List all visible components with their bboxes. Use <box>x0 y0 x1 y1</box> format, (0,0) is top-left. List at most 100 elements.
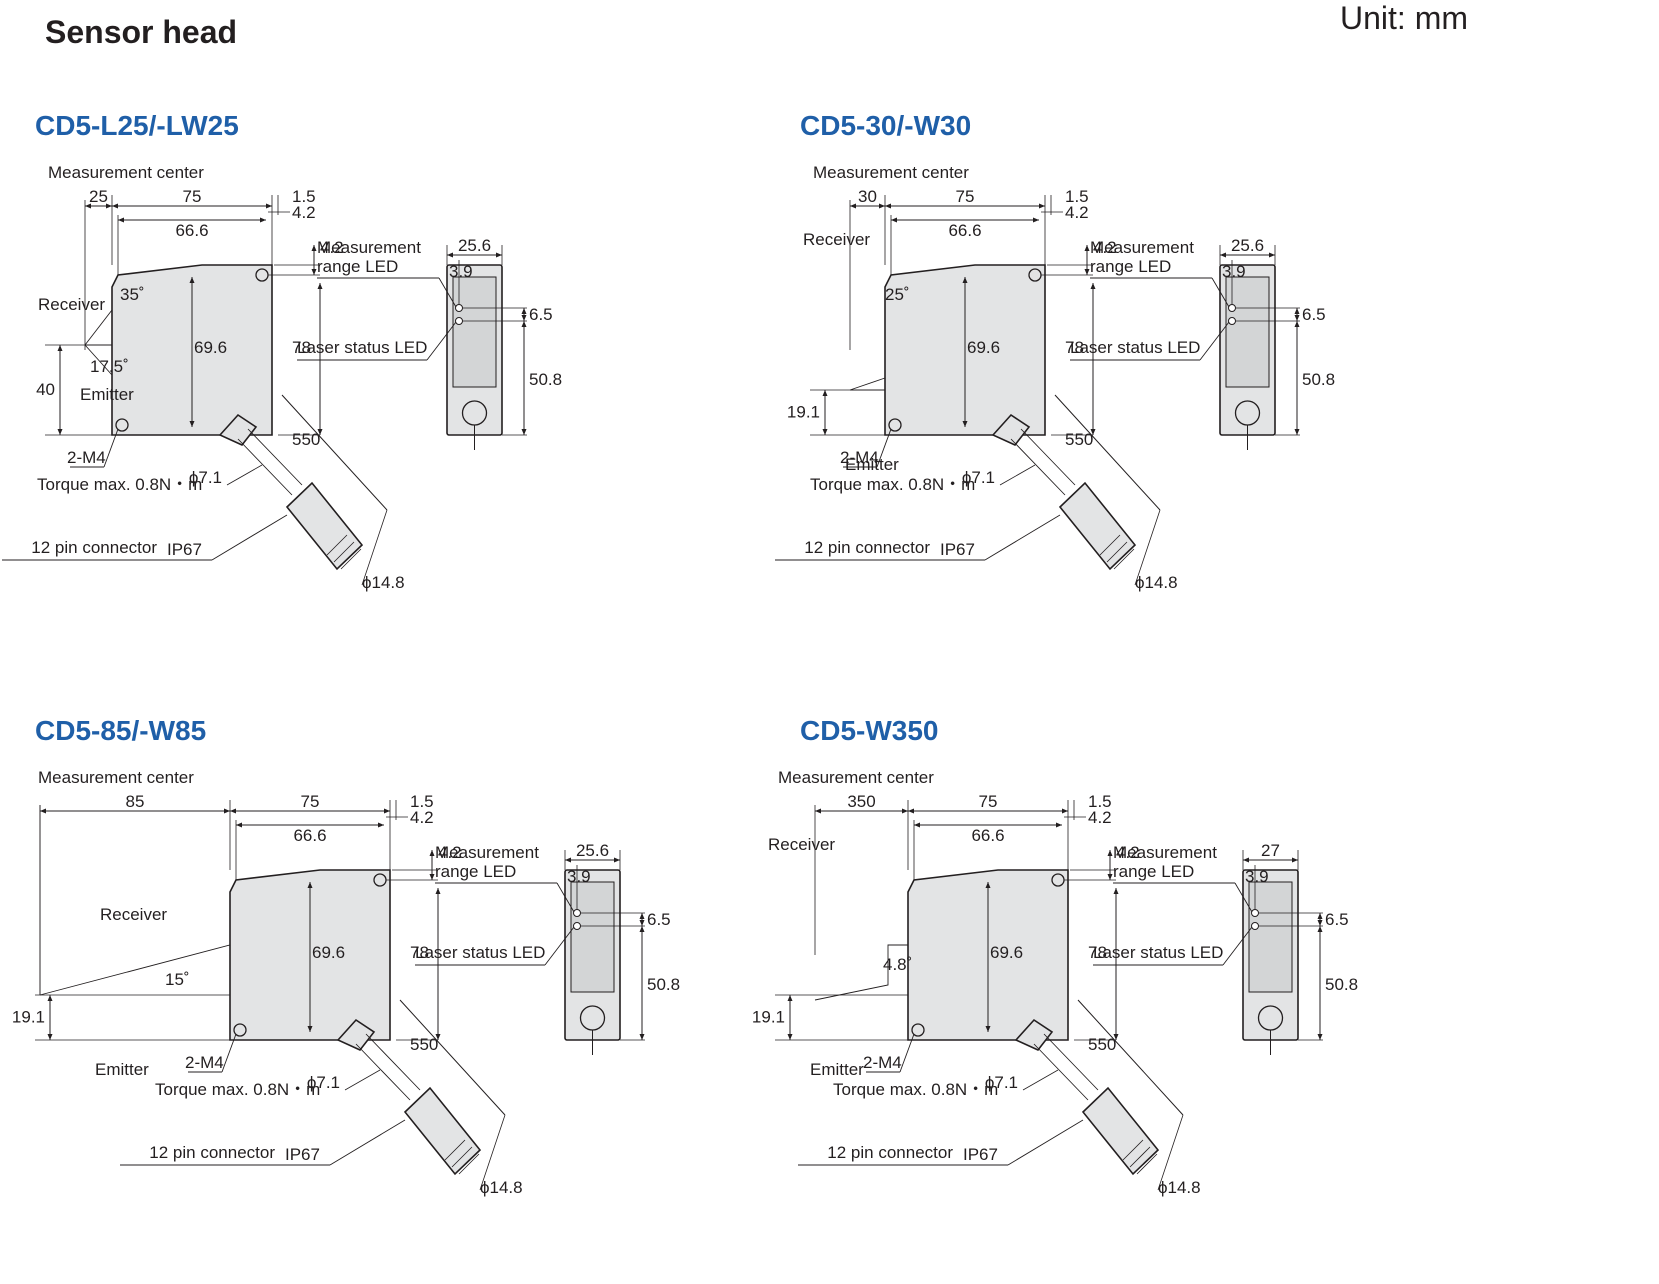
arrow-head <box>1317 1034 1323 1040</box>
meas-led-label: Measurement <box>317 238 421 257</box>
connector-label: 12 pin connector <box>804 538 930 557</box>
arrow-head <box>496 252 502 258</box>
cable <box>355 1033 421 1101</box>
drawing-lines <box>35 800 645 1191</box>
arrow-head <box>639 1034 645 1040</box>
arrow-head <box>914 822 920 828</box>
model-title: CD5-85/-W85 <box>35 715 207 746</box>
cable-strain-relief <box>218 413 258 446</box>
edge-label: 1.5 <box>1065 187 1089 206</box>
dimension-line <box>544 926 575 966</box>
length-label: 75 <box>979 792 998 811</box>
connector-dia-label: ϕ14.8 <box>1135 573 1178 592</box>
cable-length-line <box>1077 999 1184 1116</box>
connector-label: 12 pin connector <box>827 1143 953 1162</box>
arrow-head <box>447 252 453 258</box>
cable-length-label: 550 <box>1088 1035 1116 1054</box>
arrow-head <box>962 277 968 283</box>
arrow-head <box>962 421 968 427</box>
arrow-head <box>787 995 793 1001</box>
arrow-head <box>1084 245 1090 251</box>
model-title: CD5-W350 <box>800 715 939 746</box>
led-offset-label: 3.9 <box>567 867 591 886</box>
cable-dia-label: ϕ7.1 <box>189 468 222 487</box>
torque-label: Torque max. 0.8N・m <box>810 475 975 494</box>
hole-span-label: 66.6 <box>971 826 1004 845</box>
arrow-head <box>1317 913 1323 919</box>
dimension-line <box>226 464 263 486</box>
arrow-head <box>1084 269 1090 275</box>
arrow-head <box>266 203 272 209</box>
arrow-head <box>317 429 323 435</box>
front-height-label: 50.8 <box>1325 975 1358 994</box>
edge-label: 1.5 <box>410 792 434 811</box>
connector <box>1081 1086 1160 1176</box>
cable-gland <box>579 1005 606 1031</box>
laser-status-led <box>455 317 463 325</box>
connector-dia-label: ϕ14.8 <box>480 1178 523 1197</box>
arrow-head <box>521 429 527 435</box>
meas-led-label: Measurement <box>1090 238 1194 257</box>
arrow-head <box>307 882 313 888</box>
arrow-head <box>1294 429 1300 435</box>
arrow-head <box>1294 315 1300 321</box>
meas-led-label: range LED <box>317 257 398 276</box>
arrow-head <box>639 920 645 926</box>
base-height-label: 19.1 <box>12 1008 45 1027</box>
cable-length-label: 550 <box>292 430 320 449</box>
led-offset-label: 3.9 <box>1245 867 1269 886</box>
laser-led-label: Laser status LED <box>1070 338 1200 357</box>
connector-label: 12 pin connector <box>31 538 157 557</box>
base-height-label: 19.1 <box>787 403 820 422</box>
connector-thread <box>444 1139 480 1175</box>
laser-status-led <box>1251 922 1259 930</box>
arrow-head <box>384 808 390 814</box>
dimension-line <box>556 882 575 913</box>
unit-label: Unit: mm <box>1340 0 1468 36</box>
led-pitch-label: 6.5 <box>647 910 671 929</box>
arrow-head <box>1090 283 1096 289</box>
dimension-line <box>984 514 1061 561</box>
length-label: 75 <box>301 792 320 811</box>
arrow-head <box>317 283 323 289</box>
measurement-center-label: Measurement center <box>38 768 194 787</box>
arrow-head <box>429 874 435 880</box>
dimension-line <box>999 464 1036 486</box>
inner-height-label: 69.6 <box>194 338 227 357</box>
led-pitch-label: 6.5 <box>1302 305 1326 324</box>
measurement-center-label: Measurement center <box>778 768 934 787</box>
angle-label: 35˚ <box>120 285 145 304</box>
arrow-head <box>879 203 885 209</box>
arrow-head <box>435 1034 441 1040</box>
height-label: 78 <box>292 338 311 357</box>
arrow-head <box>85 203 91 209</box>
front-panel <box>1248 881 1293 993</box>
front-offset-label: 30 <box>858 187 877 206</box>
emitter-beam <box>84 344 113 376</box>
connector-thread <box>1122 1139 1158 1175</box>
dimension-line <box>361 509 388 586</box>
angle-label: 4.8˚ <box>883 955 912 974</box>
length-label: 75 <box>956 187 975 206</box>
dimension-line <box>1157 1114 1184 1191</box>
arrow-head <box>822 390 828 396</box>
dimension-line <box>1199 321 1230 361</box>
hole-span-label: 66.6 <box>175 221 208 240</box>
arrow-head <box>1090 429 1096 435</box>
dimension-line <box>329 1119 406 1166</box>
cable-length-line <box>1054 394 1161 511</box>
length-label: 75 <box>183 187 202 206</box>
angle-label: 17.5˚ <box>90 357 129 376</box>
cable-dia-label: ϕ7.1 <box>962 468 995 487</box>
torque-label: Torque max. 0.8N・m <box>37 475 202 494</box>
front-offset-label: 350 <box>847 792 875 811</box>
arrow-head <box>787 1034 793 1040</box>
measurement-range-led <box>573 909 581 917</box>
meas-led-label: Measurement <box>1113 843 1217 862</box>
hole-y-label: 4.2 <box>438 843 462 862</box>
dimension-line <box>344 1069 381 1091</box>
hole-y-label: 4.2 <box>1116 843 1140 862</box>
arrow-head <box>189 277 195 283</box>
